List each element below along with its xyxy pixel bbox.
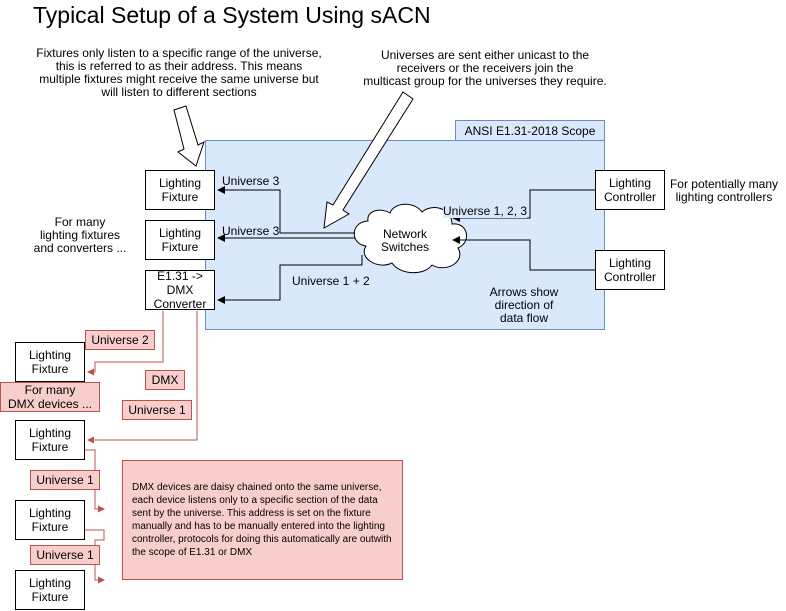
dmx-edge-fixture-c-fixture-d [85, 529, 105, 584]
callout-arrow-network [323, 91, 414, 229]
converter-label: E1.31 -> [157, 269, 203, 283]
note-daisy-chain: DMX devices are daisy chained onto the s… [122, 460, 403, 580]
fixture-label: Lighting [158, 226, 202, 240]
note-line: Arrows show [489, 285, 559, 299]
fixture-label: Fixture [161, 240, 199, 254]
note-line: this is referred to as their address. Th… [55, 59, 303, 73]
dmx-edge-converter-fixture-a [87, 311, 164, 376]
network-label-line: Switches [380, 240, 430, 254]
note-line: Universes are sent either unicast to the [380, 48, 590, 62]
note-line: multiple fixtures might receive the same… [39, 72, 319, 86]
edge-u3-fixture-1 [217, 186, 355, 234]
note-line: will listen to different sections [101, 85, 257, 99]
callout-arrow-fixtures [173, 105, 205, 167]
note-line: Fixtures only listen to a specific range… [36, 46, 322, 60]
network-label-line: Network [382, 227, 427, 241]
converter-label: DMX [166, 283, 194, 297]
fixture-label: Lighting [28, 348, 72, 362]
note-line: multicast group for the universes they r… [363, 74, 607, 88]
fixture-label: Lighting [158, 176, 202, 190]
diagram-title: Typical Setup of a System Using sACN [33, 2, 431, 28]
note-line: lighting fixtures [39, 228, 121, 242]
note-line: For potentially many [669, 177, 779, 191]
dmx-label-dmx: DMX [145, 370, 185, 390]
note-line: receivers or the receivers join the [396, 61, 574, 75]
controller-label: Controller [603, 190, 657, 204]
dmx-label-universe-2: Universe 2 [85, 330, 155, 350]
dmx-label-universe-1-b: Universe 1 [30, 470, 100, 490]
fixture-label: Fixture [161, 190, 199, 204]
fixture-label: Lighting [28, 426, 72, 440]
edge-label-universe-1-2-3: Universe 1, 2, 3 [443, 204, 528, 218]
edge-controller-1 [452, 189, 595, 222]
fixture-label: Lighting [28, 576, 72, 590]
edge-label-universe-3-b: Universe 3 [222, 224, 280, 238]
converter-label: Converter [153, 297, 207, 311]
edge-controller-2 [452, 236, 595, 271]
fixture-label: Fixture [31, 362, 69, 376]
note-many-controllers: For potentially many lighting controller… [666, 178, 782, 204]
fixture-label: Lighting [28, 506, 72, 520]
edge-label-universe-1-2: Universe 1 + 2 [292, 274, 370, 288]
dmx-edge-converter-fixture-b [87, 311, 198, 444]
note-line: and converters ... [33, 241, 127, 255]
fixture-label: Fixture [31, 440, 69, 454]
edge-u12-converter [217, 255, 363, 304]
controller-label: Lighting [608, 256, 652, 270]
note-line: data flow [499, 311, 549, 325]
fixture-label: Fixture [31, 590, 69, 604]
note-fixtures-address: Fixtures only listen to a specific range… [30, 47, 328, 99]
fixture-label: Fixture [31, 520, 69, 534]
edge-label-universe-3-a: Universe 3 [222, 174, 280, 188]
note-many-fixtures: For many lighting fixtures and converter… [25, 216, 135, 255]
note-line: For many [24, 383, 76, 397]
network-switch-cloud [353, 203, 467, 274]
note-universes-sent: Universes are sent either unicast to the… [355, 49, 615, 88]
note-line: For many [54, 215, 106, 229]
note-line: direction of [494, 298, 554, 312]
note-line: lighting controllers [675, 190, 773, 204]
note-line: DMX devices ... [7, 397, 93, 411]
e131-scope-label: ANSI E1.31-2018 Scope [455, 120, 605, 141]
controller-label: Lighting [608, 176, 652, 190]
dmx-label-universe-1-c: Universe 1 [30, 545, 100, 565]
network-switches-label: Network Switches [369, 228, 441, 254]
controller-label: Controller [603, 270, 657, 284]
note-arrows-direction: Arrows show direction of data flow [478, 286, 570, 325]
dmx-label-universe-1-a: Universe 1 [122, 400, 192, 420]
